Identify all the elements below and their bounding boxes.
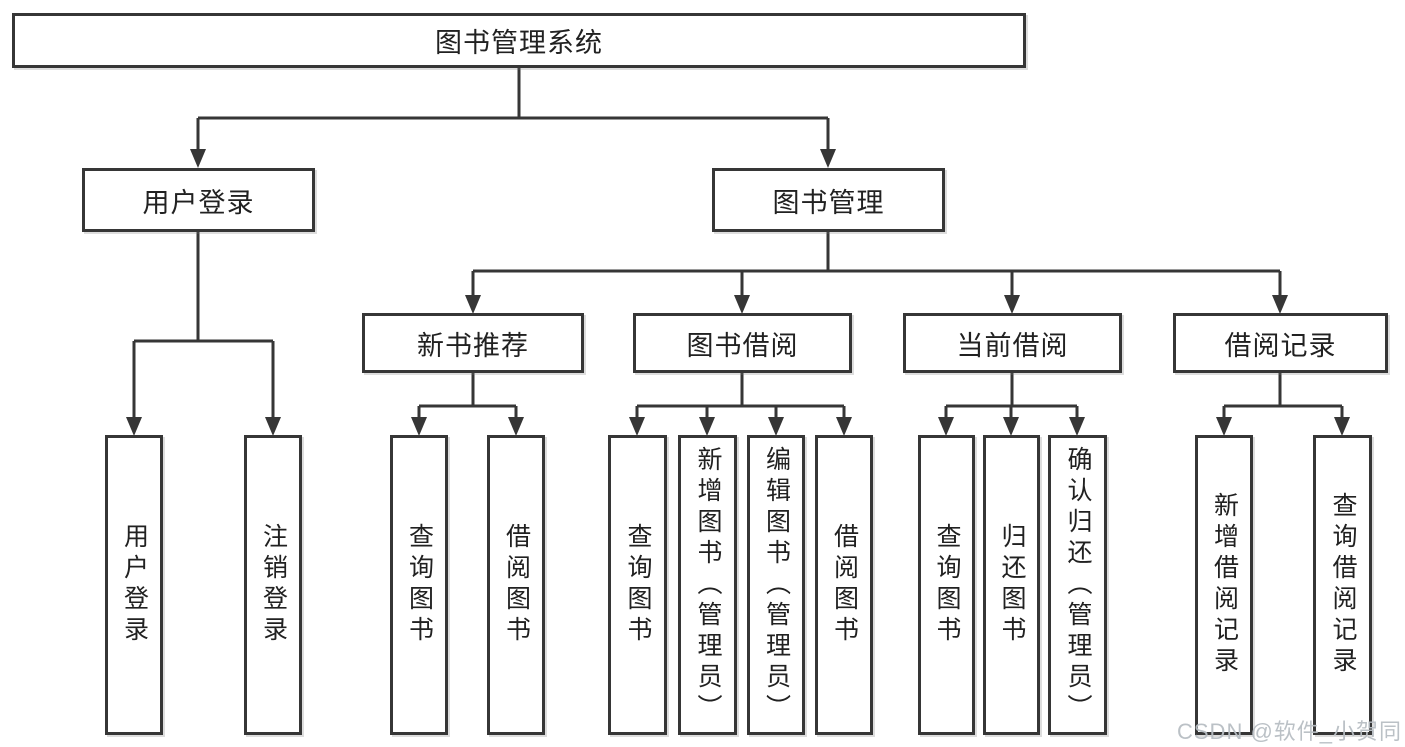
arrowhead <box>1334 417 1350 436</box>
leaf-label: 查询借阅记录 <box>1329 492 1357 678</box>
arrowhead <box>699 417 715 436</box>
connector-root <box>198 66 828 120</box>
csdn-watermark: CSDN @软件_小贺同学 <box>1177 719 1403 744</box>
arrowhead <box>629 417 645 436</box>
node-root-label: 图书管理系统 <box>435 28 603 58</box>
leaf-logout: 注销登录 <box>244 435 302 735</box>
connector-book-mgmt <box>473 230 1280 273</box>
connector-user-login <box>134 230 273 343</box>
arrowhead <box>190 149 206 168</box>
leaf-borrow-books-1: 借阅图书 <box>487 435 545 735</box>
leaf-user-login: 用户登录 <box>105 435 163 735</box>
node-new-books-label: 新书推荐 <box>417 330 529 361</box>
leaf-query-books-1: 查询图书 <box>390 435 448 735</box>
leaf-label: 借阅图书 <box>502 523 531 647</box>
connector-current-borrow <box>946 371 1077 408</box>
connector-borrow-records <box>1224 371 1342 408</box>
leaf-add-books-admin: 新增图书（管理员） <box>678 435 737 735</box>
leaf-label: 查询图书 <box>624 523 652 647</box>
arrowhead <box>465 295 481 314</box>
arrowhead <box>1216 417 1232 436</box>
arrowhead <box>1004 295 1020 314</box>
leaf-label: 注销登录 <box>259 523 288 647</box>
arrowhead <box>938 417 954 436</box>
leaf-label: 新增借阅记录 <box>1210 492 1239 678</box>
leaf-label: 新增图书（管理员） <box>694 445 722 725</box>
leaf-label: 查询图书 <box>405 523 434 647</box>
leaf-label: 查询图书 <box>933 523 961 647</box>
node-user-login: 用户登录 <box>82 168 315 232</box>
arrowhead <box>768 417 784 436</box>
leaf-return-books: 归还图书 <box>983 435 1040 735</box>
connector-new-books <box>419 371 516 408</box>
arrowhead <box>836 417 852 436</box>
leaf-query-borrow-record: 查询借阅记录 <box>1313 435 1372 735</box>
leaf-query-books-3: 查询图书 <box>918 435 975 735</box>
leaf-label: 用户登录 <box>120 523 149 647</box>
node-book-borrow: 图书借阅 <box>633 313 852 373</box>
connector-book-borrow <box>637 371 844 408</box>
node-book-mgmt: 图书管理 <box>712 168 945 232</box>
leaf-confirm-return-admin: 确认归还（管理员） <box>1048 435 1107 735</box>
leaf-label: 确认归还（管理员） <box>1064 445 1092 725</box>
node-book-mgmt-label: 图书管理 <box>772 187 885 218</box>
leaf-query-books-2: 查询图书 <box>608 435 667 735</box>
arrowhead <box>820 149 836 168</box>
node-borrow-records: 借阅记录 <box>1173 313 1388 373</box>
leaf-edit-books-admin: 编辑图书（管理员） <box>747 435 805 735</box>
node-borrow-records-label: 借阅记录 <box>1224 330 1337 361</box>
leaf-label: 借阅图书 <box>830 523 859 647</box>
arrowhead <box>265 417 281 436</box>
node-user-login-label: 用户登录 <box>142 187 255 218</box>
arrowhead <box>1003 417 1019 436</box>
leaf-borrow-books-2: 借阅图书 <box>815 435 873 735</box>
arrowhead <box>1272 295 1288 314</box>
node-root: 图书管理系统 <box>12 13 1026 68</box>
node-book-borrow-label: 图书借阅 <box>686 330 799 361</box>
node-new-books: 新书推荐 <box>362 313 584 373</box>
arrowhead <box>1069 417 1085 436</box>
leaf-label: 归还图书 <box>998 523 1026 647</box>
leaf-label: 编辑图书（管理员） <box>762 445 791 725</box>
node-current-borrow: 当前借阅 <box>903 313 1122 373</box>
node-current-borrow-label: 当前借阅 <box>956 330 1069 361</box>
arrowhead <box>411 417 427 436</box>
arrowhead <box>734 295 750 314</box>
leaf-add-borrow-record: 新增借阅记录 <box>1195 435 1253 735</box>
arrowhead <box>126 417 142 436</box>
arrowhead <box>508 417 524 436</box>
